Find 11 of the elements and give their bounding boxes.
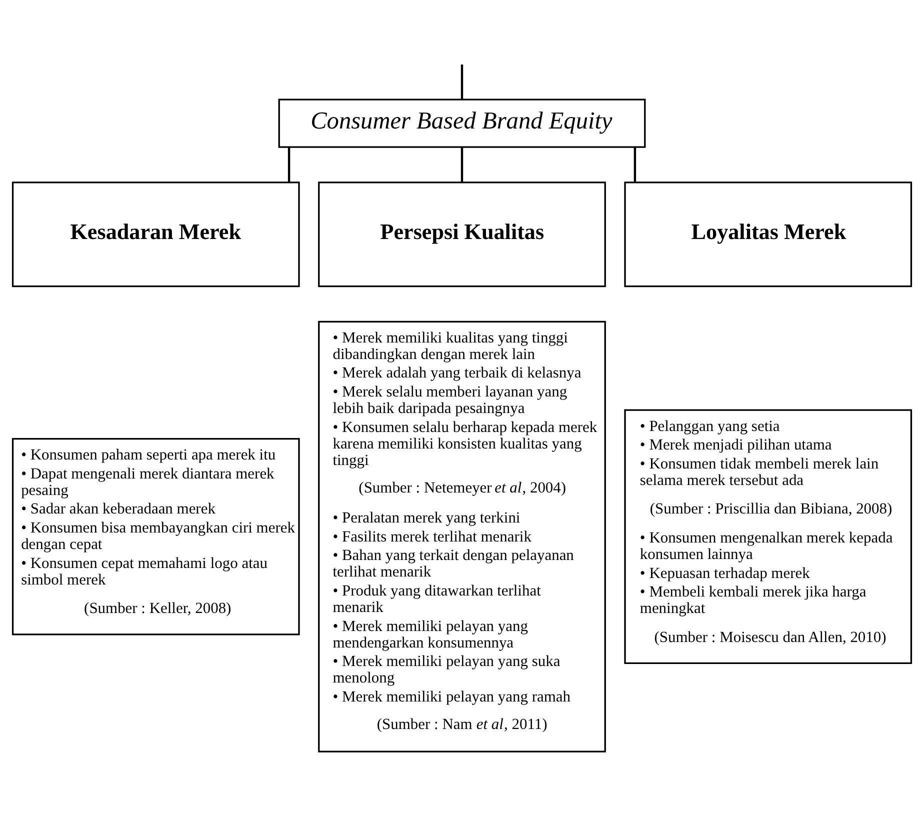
node-box: Persepsi Kualitas [318, 181, 606, 287]
connector [460, 146, 464, 182]
node-box: • Pelanggan yang setia • Merek menjadi pilihan utama • Konsumen tidak membeli merek lain selama merek tersebut ada (Sumber : Priscillia dan Bibiana, 2008) • Konsumen mengenalkan merek kepada konsumen lainnya • Kepuasan terhadap merek • Membeli kembali merek jika harga meningkat (Sumber : Moisescu dan Allen, 2010) [624, 408, 912, 664]
node-box: • Konsumen paham seperti apa merek itu • Dapat mengenali merek diantara merek pesaing • Sadar akan keberadaan merek • Konsumen bisa membayangkan ciri merek dengan cepat • Konsumen cepat memahami logo atau simbol merek (Sumber : Keller, 2008) [12, 438, 300, 635]
node-box: Kesadaran Merek [12, 181, 300, 287]
node-box: Consumer Based Brand Equity [278, 98, 646, 148]
connector [288, 146, 290, 182]
connector [634, 146, 636, 182]
node-box: Loyalitas Merek [624, 181, 912, 287]
node-box: • Merek memiliki kualitas yang tinggi dibandingkan dengan merek lain • Merek adalah yang terbaik di kelasnya • Merek selalu memberi layanan yang lebih baik daripada pesaingnya • Konsumen selalu berharap kepada merek karena memiliki konsisten kualitas yang tinggi (Sumber : Netemeyer et al, 2004) • Peralatan merek yang terkini • Fasilits merek terlihat menarik • Bahan yang terkait dengan pelayanan terlihat menarik • Produk yang ditawarkan terlihat menarik • Merek memiliki pelayan yang mendengarkan konsumennya • Merek memiliki pelayan yang suka menolong • Merek memiliki pelayan yang ramah (Sumber : Nam et al, 2011) [318, 320, 606, 752]
connector [460, 64, 464, 99]
